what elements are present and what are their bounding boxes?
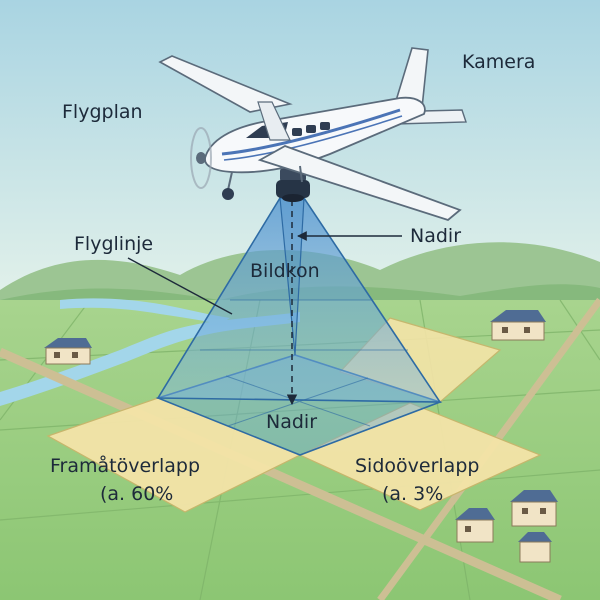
house-icon [455,508,495,543]
airplane-icon [158,47,467,222]
label-forward-overlap-title: Framåtöverlapp [50,454,200,477]
label-forward-overlap-value: (a. 60% [100,483,173,505]
label-airplane: Flygplan [62,101,143,123]
label-nadir-top: Nadir [410,225,461,247]
house-icon [44,338,92,365]
label-flight-line: Flyglinje [74,233,153,255]
label-side-overlap-title: Sidoöverlapp [355,455,479,477]
road [0,347,562,600]
river-upper [60,298,230,324]
cone-grid [200,299,408,427]
house-icon [510,490,558,527]
label-camera: Kamera [462,51,535,73]
house-icon [518,532,552,563]
house-icon [490,310,546,341]
label-side-overlap-value: (a. 3% [382,483,443,505]
side-overlap-area [298,402,542,511]
label-nadir-ground: Nadir [266,411,317,433]
flight-line-leader [127,257,233,315]
label-image-cone: Bildkon [250,260,320,282]
